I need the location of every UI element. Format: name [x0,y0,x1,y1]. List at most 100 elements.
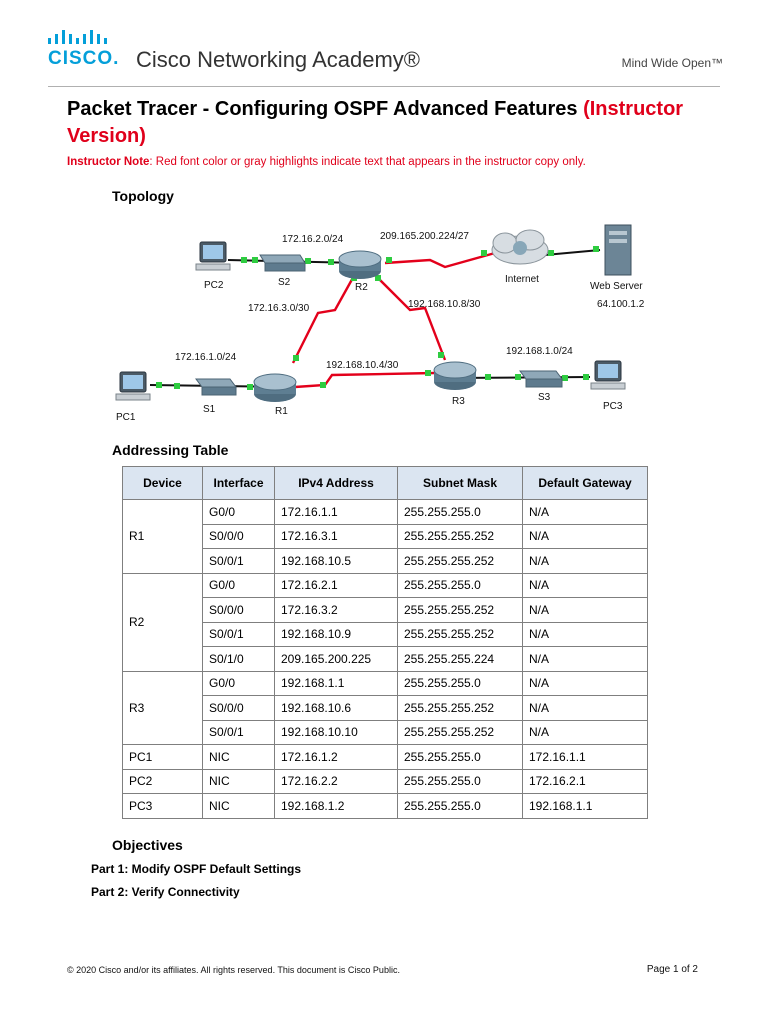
device-cell: PC3 [122,793,203,819]
footer-page-number: Page 1 of 2 [646,964,698,975]
interface-cell: S0/0/0 [202,695,275,721]
gateway-cell: N/A [522,499,648,525]
interface-cell: NIC [202,744,275,770]
objective-part-2: Part 2: Verify Connectivity [91,885,240,899]
gateway-cell: 192.168.1.1 [522,793,648,819]
net-r1-r2-label: 172.16.3.0/30 [248,303,310,314]
gateway-cell: N/A [522,572,648,598]
web-server-label: Web Server [590,281,643,292]
ipv4-cell: 172.16.2.2 [274,768,398,794]
ipv4-cell: 172.16.2.1 [274,572,398,598]
cisco-logo-icon [48,30,107,44]
gateway-cell: N/A [522,621,648,647]
interface-cell: G0/0 [202,572,275,598]
addressing-table: Device Interface IPv4 Address Subnet Mas… [122,466,648,819]
interface-cell: NIC [202,793,275,819]
device-cell: PC1 [122,744,203,770]
topology-diagram: 172.16.2.0/24 209.165.200.224/27 172.16.… [115,224,645,423]
internet-cloud-icon [491,229,549,265]
gateway-cell: N/A [522,719,648,745]
pc3-label: PC3 [603,401,623,412]
col-device: Device [122,466,203,500]
net-r1-r3-label: 192.168.10.4/30 [326,360,399,371]
col-gateway: Default Gateway [522,466,648,500]
pc1-icon [115,371,151,401]
subnet-cell: 255.255.255.252 [397,523,523,549]
ipv4-cell: 192.168.10.9 [274,621,398,647]
pc2-icon [195,241,231,271]
gateway-cell: 172.16.2.1 [522,768,648,794]
subnet-cell: 255.255.255.252 [397,597,523,623]
col-ipv4: IPv4 Address [274,466,398,500]
interface-cell: NIC [202,768,275,794]
pc2-label: PC2 [204,280,224,291]
ipv4-cell: 172.16.3.1 [274,523,398,549]
title-instructor-version: (Instructor Version) [67,98,684,147]
header-divider [48,86,720,87]
instructor-note-label: Instructor Note [67,156,150,168]
s1-label: S1 [203,404,216,415]
gateway-cell: N/A [522,646,648,672]
device-cell: PC2 [122,768,203,794]
gateway-cell: N/A [522,597,648,623]
footer-copyright: © 2020 Cisco and/or its affiliates. All … [67,965,400,975]
subnet-cell: 255.255.255.0 [397,499,523,525]
pc3-icon [590,360,626,390]
subnet-cell: 255.255.255.252 [397,719,523,745]
ipv4-cell: 172.16.1.2 [274,744,398,770]
ipv4-cell: 192.168.1.1 [274,670,398,696]
instructor-note-text: : Red font color or gray highlights indi… [149,156,586,168]
s1-switch-icon [195,378,237,396]
r3-router-icon [433,361,477,390]
subnet-cell: 255.255.255.252 [397,621,523,647]
net-r2-r3-label: 192.168.10.8/30 [408,299,481,310]
gateway-cell: N/A [522,523,648,549]
s2-label: S2 [278,277,291,288]
gateway-cell: N/A [522,670,648,696]
device-cell: R1 [122,499,203,574]
ipv4-cell: 172.16.3.2 [274,597,398,623]
net-r1-lan-label: 172.16.1.0/24 [175,352,237,363]
r1-router-icon [253,373,297,402]
r1-label: R1 [275,406,288,417]
s2-switch-icon [259,254,306,272]
subnet-cell: 255.255.255.252 [397,695,523,721]
net-r3-lan-label: 192.168.1.0/24 [506,346,573,357]
ipv4-cell: 192.168.10.5 [274,548,398,574]
interface-cell: G0/0 [202,499,275,525]
ipv4-cell: 192.168.1.2 [274,793,398,819]
ipv4-cell: 172.16.1.1 [274,499,398,525]
pc1-label: PC1 [116,412,136,423]
gateway-cell: 172.16.1.1 [522,744,648,770]
device-cell: R2 [122,572,203,672]
title-main: Packet Tracer - Configuring OSPF Advance… [67,98,584,120]
subnet-cell: 255.255.255.0 [397,768,523,794]
interface-cell: G0/0 [202,670,275,696]
net-r2-lan-label: 172.16.2.0/24 [282,234,344,245]
internet-label: Internet [505,274,539,285]
web-server-icon [604,224,632,276]
interface-cell: S0/0/1 [202,621,275,647]
interface-cell: S0/1/0 [202,646,275,672]
table-header-row: Device Interface IPv4 Address Subnet Mas… [122,466,648,500]
interface-cell: S0/0/1 [202,719,275,745]
page-header: CISCO. Cisco Networking Academy® Mind Wi… [0,0,768,86]
r2-router-icon [338,250,382,279]
objectives-heading: Objectives [112,837,183,853]
interface-cell: S0/0/0 [202,523,275,549]
cisco-logo-text: CISCO. [48,48,120,69]
gateway-cell: N/A [522,695,648,721]
addressing-table-heading: Addressing Table [112,442,229,458]
instructor-note: Instructor Note: Red font color or gray … [67,156,586,168]
academy-name: Cisco Networking Academy® [136,47,420,72]
r2-label: R2 [355,282,368,293]
